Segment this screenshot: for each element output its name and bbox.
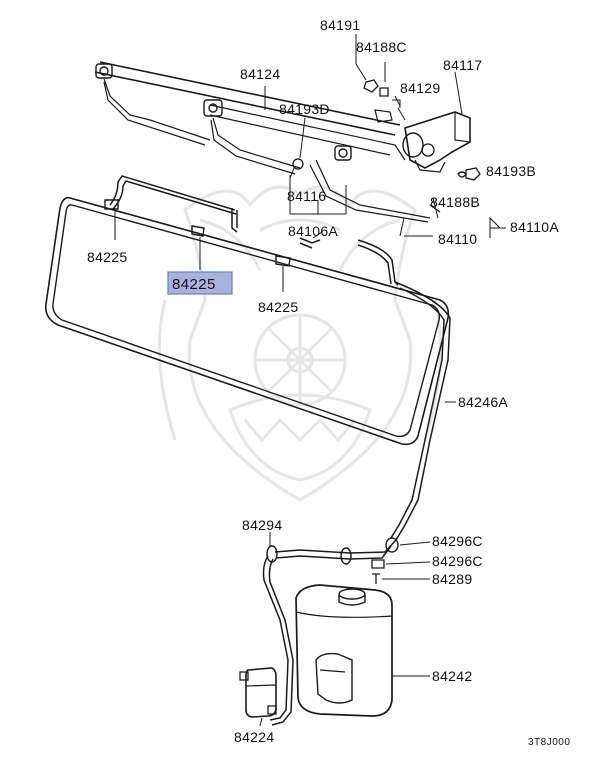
callout-84242[interactable]: 84242 (432, 668, 472, 684)
wiper-motor (374, 99, 471, 173)
washer-pump (239, 667, 277, 718)
callout-84193D[interactable]: 84193D (279, 101, 330, 117)
callout-84225-left[interactable]: 84225 (87, 249, 127, 265)
callout-84129[interactable]: 84129 (400, 80, 440, 96)
callout-84289[interactable]: 84289 (432, 571, 472, 587)
callout-84110A[interactable]: 84110A (510, 219, 559, 235)
washer-tank (295, 584, 393, 717)
callout-84296C-lower[interactable]: 84296C (432, 553, 483, 569)
washer-hose-side (262, 281, 451, 726)
wiper-linkage (94, 61, 431, 223)
callout-84116[interactable]: 84116 (287, 188, 326, 204)
callout-84225-mid[interactable]: 84225 (258, 299, 298, 315)
callout-84193B[interactable]: 84193B (486, 163, 536, 179)
callout-84124[interactable]: 84124 (240, 66, 280, 82)
callout-84246A[interactable]: 84246A (458, 394, 508, 410)
callout-84188B[interactable]: 84188B (430, 194, 480, 210)
window-frame-outline (44, 196, 450, 446)
callout-labels: 84191 84188C 84117 84124 84129 84193D 84… (87, 17, 570, 748)
washer-nozzles (104, 199, 291, 292)
fasteners-top (363, 79, 481, 213)
callout-84117[interactable]: 84117 (443, 57, 482, 73)
callout-84294[interactable]: 84294 (242, 517, 282, 533)
samurai-mask-watermark-icon (157, 185, 443, 502)
callout-84188C[interactable]: 84188C (356, 39, 407, 55)
callout-84110[interactable]: 84110 (438, 231, 477, 247)
callout-84106A[interactable]: 84106A (288, 223, 338, 239)
highlight-box (167, 271, 233, 295)
callout-84225-highlighted[interactable]: 84225 (172, 276, 216, 293)
callout-84224[interactable]: 84224 (234, 729, 274, 745)
callout-84191[interactable]: 84191 (320, 17, 360, 33)
diagram-code: 3T8J000 (528, 737, 570, 748)
callout-84296C-upper[interactable]: 84296C (432, 533, 483, 549)
washer-hose-roof (109, 175, 399, 286)
leader-lines (259, 34, 506, 727)
